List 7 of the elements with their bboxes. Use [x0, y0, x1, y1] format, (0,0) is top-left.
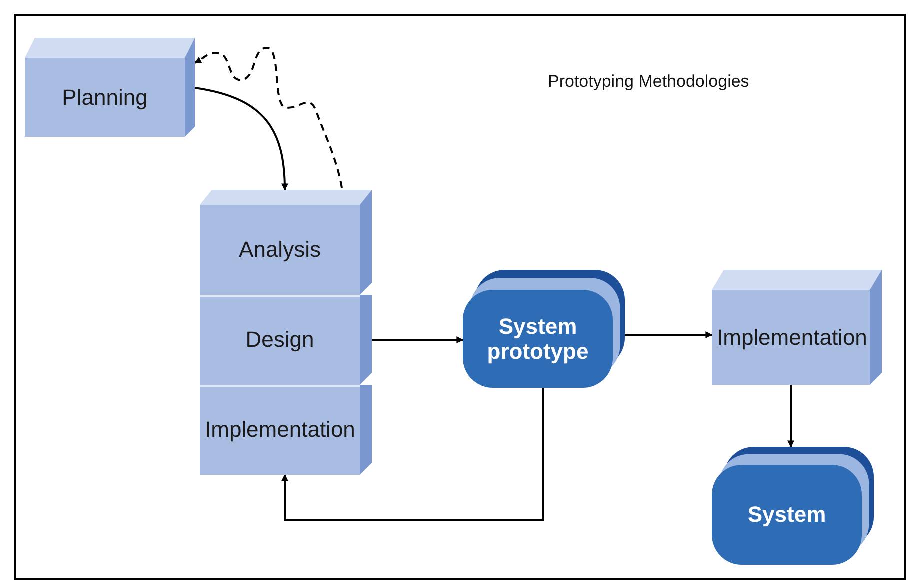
diagram-title: Prototyping Methodologies: [548, 72, 750, 92]
arrow: [282, 388, 544, 521]
dashed-arrow: [194, 47, 343, 188]
arrow: [372, 336, 464, 344]
arrow: [194, 87, 288, 191]
arrow: [788, 385, 794, 448]
arrow: [625, 332, 713, 338]
